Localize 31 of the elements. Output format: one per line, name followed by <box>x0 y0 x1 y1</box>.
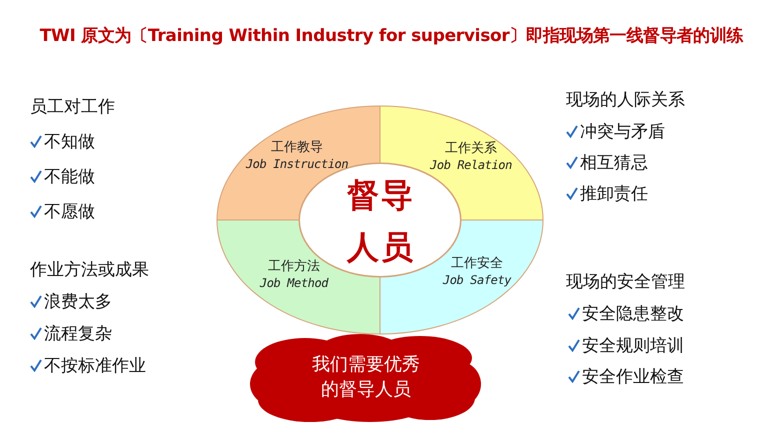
list-heading: 现场的安全管理 <box>566 271 685 294</box>
list-heading: 作业方法或成果 <box>30 259 149 282</box>
title: TWI 原文为〔Training Within Industry for supervisor〕即指现场第一线督导者的训练 <box>38 25 744 47</box>
list-item: 安全隐患整改 <box>582 303 684 326</box>
segment-title: 工作教导 <box>270 138 324 156</box>
segment-subtitle: Job Relation <box>429 157 513 174</box>
segment-title: 工作安全 <box>450 254 504 272</box>
quadrant-segment <box>217 220 380 334</box>
quadrant-segment <box>380 106 543 220</box>
quadrant-segment <box>217 106 380 220</box>
list-heading: 员工对工作 <box>30 96 115 119</box>
list-item: 相互猜忌 <box>580 152 648 175</box>
segment-subtitle: Job Safety <box>442 272 512 289</box>
cloud-text: 我们需要优秀的督导人员 <box>311 353 421 401</box>
list-item: 不知做 <box>44 131 95 154</box>
center-title: 督导人员 <box>346 175 416 268</box>
list-item: 安全规则培训 <box>582 335 684 358</box>
segment-subtitle: Job Instruction <box>244 156 350 173</box>
list-item: 流程复杂 <box>44 323 112 346</box>
list-item: 不愿做 <box>44 201 95 224</box>
list-item: 推卸责任 <box>580 183 648 206</box>
segment-subtitle: Job Method <box>258 275 330 292</box>
list-item: 浪费太多 <box>44 291 112 314</box>
quadrant-segment <box>380 220 543 334</box>
list-heading: 现场的人际关系 <box>566 89 685 112</box>
list-item: 安全作业检查 <box>582 366 684 389</box>
list-item: 不能做 <box>44 166 95 189</box>
list-item: 冲突与矛盾 <box>580 121 665 144</box>
segment-title: 工作关系 <box>444 139 498 157</box>
list-item: 不按标准作业 <box>44 355 146 378</box>
segment-title: 工作方法 <box>267 257 321 275</box>
